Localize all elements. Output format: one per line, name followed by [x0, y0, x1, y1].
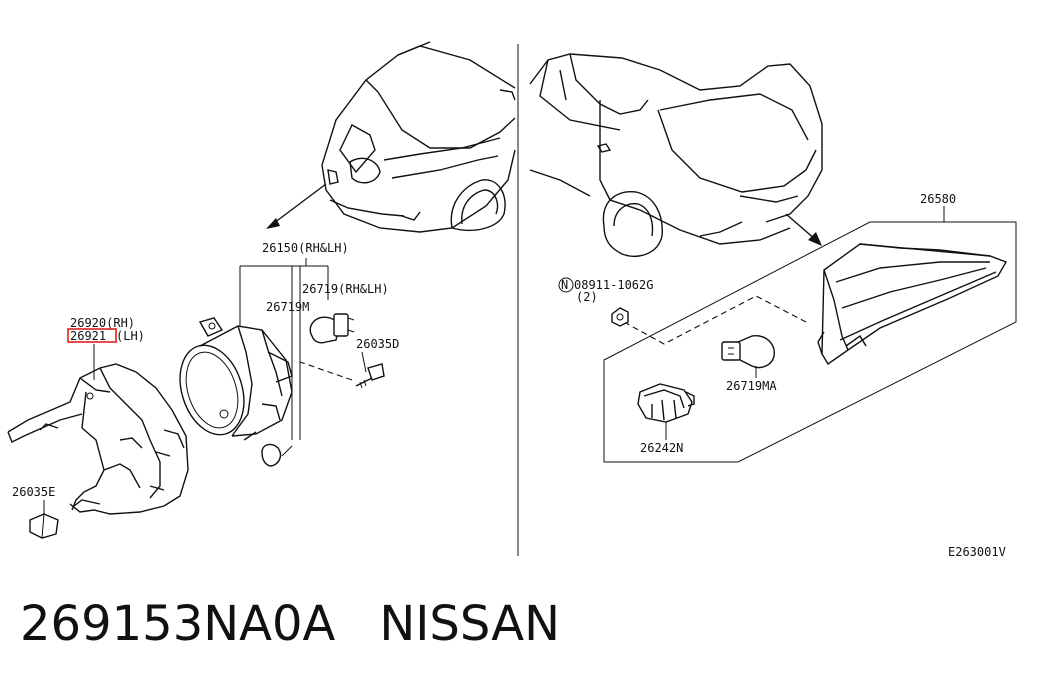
drawing-code: E263001V	[948, 545, 1006, 559]
screw-dash-line	[299, 361, 353, 381]
callout-nut-qty: (2)	[576, 290, 598, 304]
bulb-small	[261, 443, 293, 467]
rear-dash-line	[623, 295, 807, 345]
callout-26242n: 26242N	[640, 441, 683, 455]
callout-26921-code: 26921	[70, 329, 106, 343]
front-arrow-head	[266, 218, 280, 229]
part-number: 269153NA0A	[20, 596, 336, 652]
clip-26035e	[29, 513, 59, 539]
rear-lamp	[817, 243, 1008, 366]
socket-26242n	[637, 383, 695, 423]
nut-prefix-circle	[558, 277, 574, 293]
screw-26035d	[355, 351, 385, 389]
callout-26035e: 26035E	[12, 485, 55, 499]
fog-lamp-bracket	[7, 363, 189, 515]
callout-08911: 08911-1062G	[574, 278, 653, 292]
callout-highlight-26921	[67, 328, 117, 343]
rear-arrow-head	[808, 232, 822, 246]
callout-nut-prefix: N	[561, 278, 568, 292]
bulb-26719ma	[721, 335, 775, 369]
front-car-illustration	[321, 41, 516, 233]
callout-26921-suffix: (LH)	[116, 329, 145, 343]
callout-26719ma: 26719MA	[726, 379, 777, 393]
rear-arrow-shaft	[785, 213, 817, 241]
callout-26719m: 26719M	[266, 300, 309, 314]
nut-08911	[611, 307, 629, 327]
callout-26150: 26150(RH&LH)	[262, 241, 349, 255]
fog-lamp	[179, 317, 293, 441]
front-arrow-shaft	[269, 183, 327, 227]
brand-name: NISSAN	[379, 596, 560, 652]
callout-26920-rh: 26920(RH)	[70, 316, 135, 330]
part-caption: 269153NA0A NISSAN	[20, 596, 560, 652]
callout-26719-rhlh: 26719(RH&LH)	[302, 282, 389, 296]
rear-lamp-inset-box	[603, 221, 1017, 463]
callout-26580: 26580	[920, 192, 956, 206]
callout-26035d: 26035D	[356, 337, 399, 351]
fog-lamp-leader-lines	[239, 258, 329, 440]
bulb-26719m	[309, 313, 355, 344]
rear-car-illustration	[529, 53, 823, 257]
